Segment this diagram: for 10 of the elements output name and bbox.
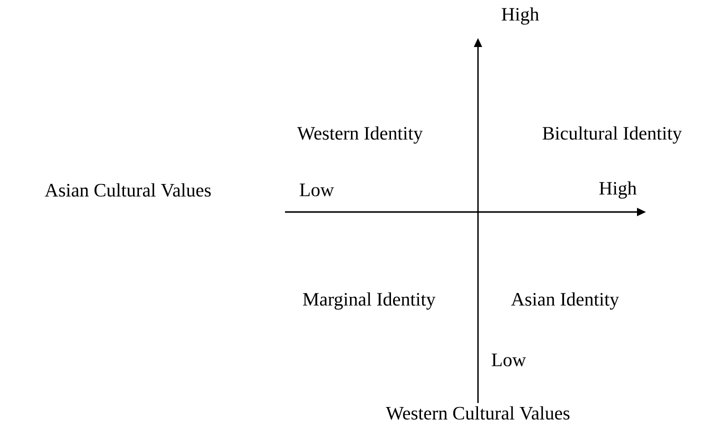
quadrant-label: Bicultural Identity (542, 126, 682, 144)
scale-label: High (599, 181, 637, 199)
quadrant-label: Marginal Identity (302, 292, 436, 310)
scale-label: Low (300, 184, 334, 196)
scale-label: Low (492, 354, 526, 366)
scale-label: High (502, 7, 539, 25)
axis-title: Western Cultural Values (386, 406, 570, 420)
quadrant-label: Western Identity (297, 126, 423, 144)
quadrant-label: Asian Identity (511, 292, 620, 310)
axis-title: Asian Cultural Values (44, 183, 211, 197)
